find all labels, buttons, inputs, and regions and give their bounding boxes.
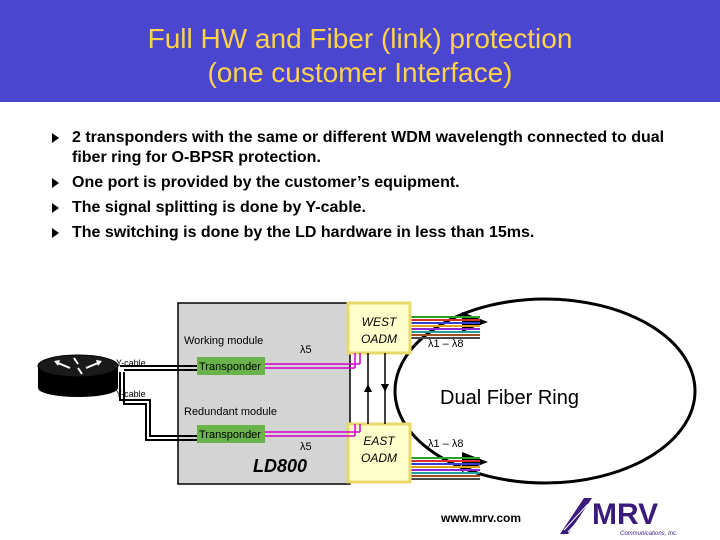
west-oadm-line2: OADM [361,332,397,346]
dual-fiber-ring [393,297,697,485]
bullet-arrow-icon [52,228,59,238]
bullet-text: The switching is done by the LD hardware… [72,224,535,241]
logo-subtext: Communications, Inc. [620,531,678,537]
ycable-top-label: Y-cable [116,358,146,368]
bullet-list: 2 transponders with the same or differen… [52,128,672,248]
bullet-item: The signal splitting is done by Y-cable. [52,198,672,218]
wdm-fibers-bottom [410,457,480,480]
bullet-item: One port is provided by the customer’s e… [52,173,672,193]
bullet-text: 2 transponders with the same or differen… [72,129,665,166]
bullet-text: One port is provided by the customer’s e… [72,174,460,191]
mrv-logo-mark-icon [560,498,592,534]
ld800-chassis [177,302,351,485]
lambda-top-label: λ5 [300,344,312,356]
logo-text: MRV [592,498,658,531]
west-oadm-line1: WEST [362,315,398,329]
ycable-bottom-label: Y-cable [116,389,146,399]
inter-oadm-fibers [364,353,389,424]
y-cable-lines [119,365,197,441]
bullet-arrow-icon [52,203,59,213]
magenta-links [265,353,361,437]
bullet-item: The switching is done by the LD hardware… [52,223,672,243]
east-oadm [346,422,412,484]
mrv-logo: MRV Communications, Inc. [560,498,678,537]
east-oadm-line1: EAST [363,434,396,448]
wdm-fibers-top [410,316,480,339]
transponder-working-label: Transponder [199,361,261,373]
router-icon [37,354,119,397]
title-line-1: Full HW and Fiber (link) protection [147,23,573,54]
bullet-arrow-icon [52,133,59,143]
working-module-label: Working module [184,335,263,347]
transponder-redundant-label: Transponder [199,429,261,441]
page-title: Full HW and Fiber (link) protection (one… [0,22,720,90]
bullet-arrow-icon [52,178,59,188]
title-banner: Full HW and Fiber (link) protection (one… [0,0,720,102]
transponder-working [197,357,265,375]
transponder-redundant [197,425,265,443]
band-top-label: λ1 – λ8 [428,338,463,350]
bullet-text: The signal splitting is done by Y-cable. [72,199,366,216]
bullet-item: 2 transponders with the same or differen… [52,128,672,168]
redundant-module-label: Redundant module [184,406,277,418]
title-line-2: (one customer Interface) [207,57,513,88]
east-oadm-line2: OADM [361,451,397,465]
dual-fiber-ring-label: Dual Fiber Ring [440,387,579,409]
lambda-bottom-label: λ5 [300,441,312,453]
ld800-label: LD800 [253,456,307,476]
footer-url[interactable]: www.mrv.com [441,511,522,525]
west-oadm [346,301,412,355]
band-bottom-label: λ1 – λ8 [428,438,463,450]
